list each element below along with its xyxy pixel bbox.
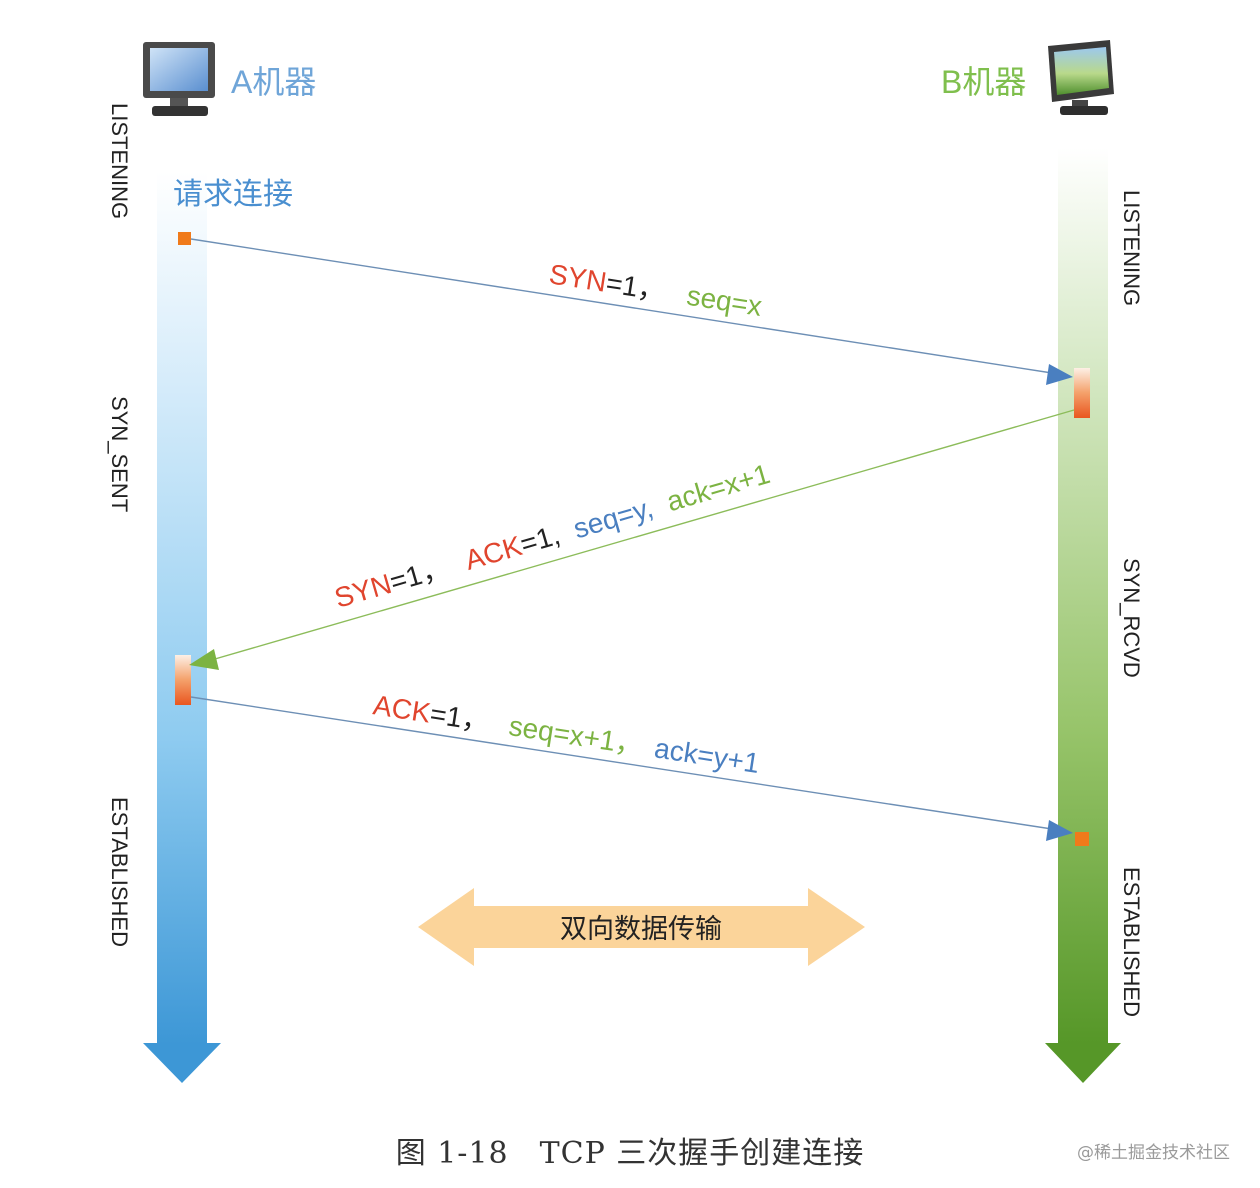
- marker-a-synack: [175, 655, 191, 705]
- arrowhead-syn-ack: [189, 649, 219, 670]
- monitor-a-icon: [143, 42, 215, 116]
- arrowhead-ack: [1046, 820, 1073, 841]
- marker-a-start: [178, 232, 191, 245]
- m2-ack-num: ack=x+1: [663, 458, 773, 517]
- transfer-label: 双向数据传输: [560, 914, 722, 944]
- m1-syn-value: =1，: [604, 267, 668, 307]
- svg-text:SYN=1， seq=x: SYN=1， seq=x: [547, 258, 764, 322]
- message-syn-ack: SYN=1， ACK=1, seq=y, ack=x+1: [189, 409, 1075, 670]
- m2-syn-value: =1，: [386, 551, 452, 597]
- m2-ack-flag: ACK: [461, 530, 525, 576]
- monitor-b-icon: [1048, 40, 1114, 115]
- m2-seq: seq=y,: [570, 492, 657, 544]
- m2-ack-value: =1,: [517, 519, 564, 560]
- marker-b-ack: [1075, 832, 1089, 846]
- figure-caption: 图 1-18 TCP 三次握手创建连接: [395, 1136, 865, 1171]
- watermark: @稀土掘金技术社区: [1077, 1143, 1230, 1163]
- state-b-established: ESTABLISHED: [1119, 867, 1144, 1017]
- state-b-syn-rcvd: SYN_RCVD: [1119, 558, 1144, 678]
- diagram-canvas: A机器 B机器 LISTENING SYN_SENT ESTABLISHED L…: [107, 40, 1144, 1083]
- m2-syn-flag: SYN: [331, 568, 395, 614]
- m1-syn-flag: SYN: [547, 258, 609, 297]
- state-b-listening: LISTENING: [1119, 190, 1144, 306]
- host-b-label: B机器: [941, 64, 1026, 100]
- m3-seq: seq=x+1，: [507, 710, 646, 761]
- lane-b: [1045, 148, 1121, 1083]
- m3-ack-flag: ACK: [371, 689, 433, 728]
- lane-a: [143, 172, 221, 1083]
- arrowhead-syn: [1046, 364, 1073, 385]
- message-syn: SYN=1， seq=x: [190, 238, 1073, 385]
- state-a-listening: LISTENING: [107, 103, 132, 219]
- state-a-syn-sent: SYN_SENT: [107, 396, 132, 512]
- m3-ack-num: ack=y+1: [652, 732, 761, 779]
- state-a-established: ESTABLISHED: [107, 797, 132, 947]
- request-label: 请求连接: [173, 178, 293, 211]
- marker-b-syn: [1074, 368, 1090, 418]
- message-ack: ACK=1， seq=x+1， ack=y+1: [190, 689, 1073, 841]
- svg-text:SYN=1， ACK=1, seq=: SYN=1， ACK=1, seq=y, ack=x+1: [331, 458, 773, 614]
- m1-seq: seq=x: [685, 280, 764, 322]
- bidirectional-arrow: 双向数据传输: [418, 888, 865, 966]
- m3-ack-value: =1，: [428, 698, 492, 738]
- host-a-label: A机器: [231, 64, 316, 100]
